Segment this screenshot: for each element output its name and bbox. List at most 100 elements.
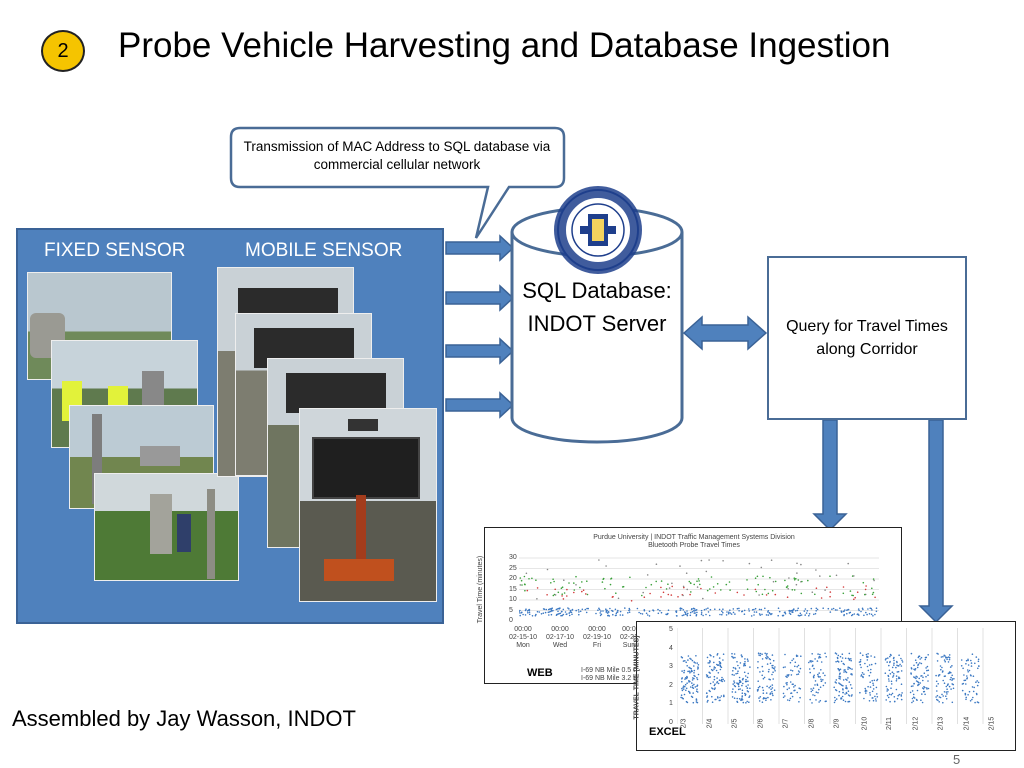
excel-dot (976, 680, 978, 682)
query-label: Query for Travel Times along Corridor (786, 318, 948, 358)
excel-dot (812, 687, 815, 689)
excel-dot (738, 667, 741, 669)
excel-dot (741, 695, 744, 697)
excel-dot (835, 698, 838, 700)
web-dot (521, 584, 523, 586)
web-dot (777, 607, 780, 609)
excel-dot (912, 700, 915, 702)
excel-dot (977, 701, 980, 704)
excel-dot (922, 690, 925, 693)
excel-dot (924, 656, 927, 659)
web-dot (641, 613, 644, 615)
web-dot (561, 586, 564, 588)
web-dot (543, 608, 546, 610)
excel-dot (970, 662, 973, 664)
excel-dot (886, 694, 889, 697)
excel-dot (731, 696, 734, 698)
excel-dot (681, 680, 683, 683)
excel-dot (808, 668, 811, 670)
excel-dot (970, 665, 973, 667)
web-dot (535, 613, 537, 616)
excel-dot (738, 679, 741, 682)
excel-dot (872, 682, 874, 685)
excel-dot (842, 662, 845, 665)
excel-dot (967, 671, 969, 673)
excel-dot (737, 670, 739, 672)
excel-dot (718, 661, 721, 663)
excel-dot (915, 661, 918, 664)
excel-dot (731, 652, 733, 655)
web-dot (702, 614, 704, 617)
excel-dot (741, 697, 743, 699)
data-transfer-arrows (445, 234, 515, 419)
excel-dot (838, 690, 841, 693)
excel-dot (951, 679, 953, 681)
excel-dot (784, 695, 786, 697)
excel-dot (837, 668, 839, 670)
excel-dot (782, 692, 785, 695)
excel-dot (963, 674, 965, 676)
excel-dot (916, 666, 919, 669)
excel-dot (948, 654, 951, 656)
excel-dot (885, 657, 887, 660)
excel-dot (762, 692, 765, 694)
web-dot (729, 589, 731, 591)
web-dot (720, 589, 722, 591)
excel-dot (895, 688, 898, 691)
excel-dot (685, 687, 688, 690)
web-dot (520, 579, 523, 582)
web-dot (659, 609, 661, 612)
web-dot (612, 610, 614, 612)
excel-dot (911, 690, 914, 692)
excel-dot (834, 699, 837, 702)
excel-dot (786, 683, 788, 686)
excel-dot (693, 683, 695, 686)
web-dot (746, 588, 749, 590)
web-dot (787, 588, 789, 590)
excel-dot (733, 684, 736, 687)
web-dot (863, 614, 865, 617)
excel-dot (782, 696, 785, 699)
excel-dot (901, 692, 903, 694)
excel-dot (913, 676, 915, 678)
excel-dot (736, 661, 738, 663)
web-dot (786, 586, 788, 589)
web-dot (568, 612, 570, 614)
excel-label: EXCEL (649, 726, 686, 738)
web-dot (808, 614, 810, 617)
excel-dot (964, 679, 967, 682)
excel-dot (851, 687, 853, 689)
web-dot (552, 609, 554, 612)
web-dot (581, 581, 583, 583)
web-dot (699, 583, 701, 586)
web-dot (800, 592, 803, 595)
excel-x-tick: 2/11 (886, 716, 894, 731)
excel-dot (845, 678, 847, 681)
signal-pole (92, 414, 102, 504)
web-dot (793, 608, 795, 610)
arrow-2 (445, 284, 515, 312)
web-dot (805, 612, 808, 614)
web-dot (793, 579, 796, 581)
web-dot (581, 608, 584, 611)
web-dot (839, 607, 841, 609)
web-dot (587, 607, 589, 610)
excel-dot (796, 673, 798, 676)
excel-dot (713, 678, 716, 681)
excel-dot (683, 693, 686, 696)
excel-dot (693, 661, 695, 663)
excel-dot (847, 694, 850, 696)
excel-dot (816, 660, 819, 662)
fixed-sensor-photo-4 (94, 473, 239, 581)
excel-dot (941, 666, 943, 669)
excel-dot (746, 687, 749, 689)
excel-dot (872, 688, 875, 690)
excel-dot (719, 663, 721, 665)
web-dot (666, 613, 669, 616)
excel-dot (731, 691, 734, 693)
web-dot (815, 569, 817, 571)
excel-dot (912, 685, 914, 687)
excel-dot (923, 685, 925, 688)
web-dot (796, 572, 798, 574)
